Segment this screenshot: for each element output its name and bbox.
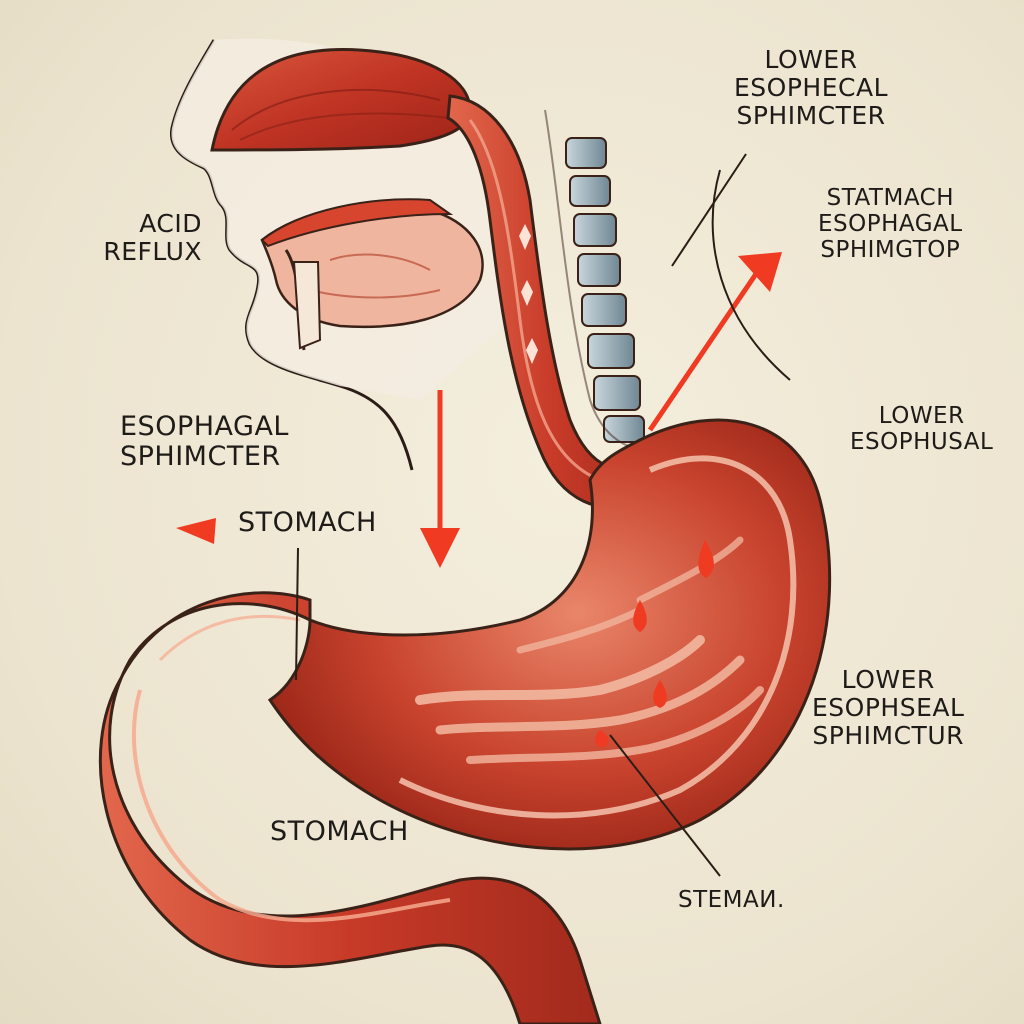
label-lower-esophageal-sphincter-top: LOWER ESOPHECAL SPHIMCTER [734, 46, 888, 130]
jaw [284, 249, 322, 351]
label-lower-esophusal: LOWER ESOPHUSAL [850, 403, 994, 456]
label-les-bottom-line2: ESOPHSEAL [812, 693, 965, 722]
arrow-up-right-icon [647, 252, 782, 432]
intestine [98, 591, 602, 1024]
label-esophageal-sphincter-left-line2: SPHIMCTER [120, 441, 281, 473]
nasal-cavity [210, 48, 472, 152]
diamond-marks-icon [519, 224, 538, 364]
label-statmach-esophagal: STATMACH ESOPHAGAL SPHIMGTOP [818, 185, 963, 263]
stomach [267, 418, 832, 851]
label-acid-reflux-line2: REFLUX [103, 237, 202, 266]
label-statmach-line3: SPHIMGTOP [820, 236, 961, 263]
label-les-top-line3: SPHIMCTER [736, 101, 886, 130]
triangle-left-icon [176, 518, 216, 544]
label-les-top-line1: LOWER [764, 45, 858, 74]
label-lower-esophseal-sphimctur: LOWER ESOPHSEAL SPHIMCTUR [812, 666, 964, 750]
label-acid-reflux: ACID REFLUX [82, 210, 202, 266]
label-les-top-line2: ESOPHECAL [734, 73, 888, 102]
label-esophageal-sphincter-left-line1: ESOPHAGAL [120, 411, 289, 442]
label-statmach-line2: ESOPHAGAL [818, 210, 963, 237]
label-stemach: STEMAИ. [678, 887, 785, 913]
label-stomach-mid: STOMACH [238, 507, 377, 538]
label-statmach-line1: STATMACH [826, 185, 954, 211]
label-stomach-low: STOMACH [270, 816, 409, 847]
arrow-down-icon [420, 390, 460, 568]
label-lower-esophusal-line2: ESOPHUSAL [850, 428, 994, 455]
vertebrae [565, 137, 645, 443]
label-les-bottom-line1: LOWER [841, 665, 935, 694]
label-esophageal-sphincter-left: ESOPHAGAL SPHIMCTER [120, 411, 289, 473]
label-lower-esophusal-line1: LOWER [878, 403, 965, 429]
label-les-bottom-line3: SPHIMCTUR [812, 721, 964, 750]
label-acid-reflux-line1: ACID [139, 209, 202, 238]
leader-lines [295, 153, 791, 877]
